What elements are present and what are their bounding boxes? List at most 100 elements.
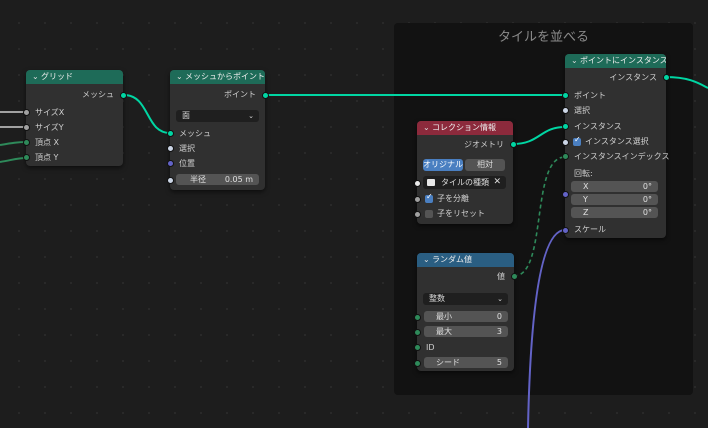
instance-on-points-selection-label: 選択 — [574, 106, 590, 115]
mesh-to-points-input-selection: 選択 — [170, 142, 265, 155]
reset-children-socket[interactable] — [414, 211, 421, 218]
reset-children-label: 子をリセット — [437, 209, 485, 218]
random-max-label: 最大 — [436, 327, 452, 336]
random-seed-field[interactable]: シード 5 — [424, 357, 508, 368]
collection-info-node[interactable]: ⌄コレクション情報 ジオメトリ オリジナル 相対 タイルの種類 ✕ 子を分離 子… — [414, 121, 517, 224]
mesh-to-points-mode-value: 面 — [182, 111, 190, 120]
radius-label: 半径 — [190, 175, 206, 184]
mesh-to-points-points-output-socket[interactable] — [262, 92, 269, 99]
instance-on-points-node[interactable]: ⌄ポイントにインスタンス... インスタンス ポイント 選択 インスタンス イン… — [560, 54, 670, 238]
instance-on-points-instance-socket[interactable] — [562, 123, 569, 130]
random-value-header[interactable]: ⌄ランダム値 — [417, 253, 514, 267]
random-min-field[interactable]: 最小 0 — [424, 311, 508, 322]
mesh-to-points-title: メッシュからポイントへ — [185, 72, 265, 81]
rotation-y-label: Y — [583, 195, 588, 204]
instance-on-points-points-socket[interactable] — [562, 92, 569, 99]
rotation-z-field[interactable]: Z 0° — [571, 207, 658, 218]
grid-input-size-x-label: サイズX — [35, 108, 65, 117]
rotation-x-value: 0° — [642, 182, 652, 191]
grid-input-size-x: サイズX — [26, 106, 123, 119]
collection-info-header[interactable]: ⌄コレクション情報 — [417, 121, 513, 135]
chevron-down-icon[interactable]: ⌄ — [32, 72, 39, 81]
separate-children-checkbox[interactable] — [425, 192, 433, 203]
grid-input-vertices-x: 頂点 X — [26, 136, 123, 149]
mesh-to-points-radius-socket[interactable] — [165, 175, 176, 186]
mesh-to-points-input-mesh: メッシュ — [170, 127, 265, 140]
chevron-down-icon[interactable]: ⌄ — [176, 72, 183, 81]
rotation-y-value: 0° — [642, 195, 652, 204]
grid-node-header[interactable]: ⌄グリッド — [26, 70, 123, 84]
random-value-output-label: 値 — [497, 272, 505, 281]
mesh-to-points-node[interactable]: ⌄メッシュからポイントへ ポイント 面⌄ メッシュ 選択 位置 半径 0.05 … — [165, 70, 269, 190]
grid-size-y-socket[interactable] — [23, 124, 30, 131]
rotation-x-label: X — [583, 182, 589, 191]
radius-value: 0.05 m — [224, 175, 253, 184]
grid-output-mesh: メッシュ — [26, 88, 123, 101]
reset-children-row: 子をリセット — [437, 207, 513, 220]
mesh-to-points-mode-dropdown[interactable]: 面⌄ — [176, 110, 259, 122]
mesh-to-points-input-selection-label: 選択 — [179, 144, 195, 153]
instance-on-points-input-points: ポイント — [565, 89, 666, 102]
tab-original[interactable]: オリジナル — [423, 159, 463, 171]
reset-children-checkbox[interactable] — [425, 210, 433, 218]
instance-on-points-input-instance: インスタンス — [565, 120, 666, 133]
grid-output-mesh-label: メッシュ — [82, 90, 114, 99]
mesh-to-points-output-label: ポイント — [224, 90, 256, 99]
pick-instance-label: インスタンス選択 — [585, 137, 649, 146]
rotation-label: 回転: — [574, 169, 593, 178]
separate-children-label: 子を分離 — [437, 194, 469, 203]
instance-on-points-output-label: インスタンス — [609, 73, 657, 82]
collection-selector[interactable]: タイルの種類 ✕ — [423, 176, 506, 189]
collection-input-socket[interactable] — [414, 180, 421, 187]
rotation-y-field[interactable]: Y 0° — [571, 194, 658, 205]
mesh-to-points-input-mesh-label: メッシュ — [179, 129, 211, 138]
chevron-down-icon: ⌄ — [497, 295, 503, 303]
collection-info-title: コレクション情報 — [432, 123, 496, 132]
separate-children-socket[interactable] — [414, 196, 421, 203]
instance-on-points-header[interactable]: ⌄ポイントにインスタンス... — [565, 54, 666, 68]
grid-node[interactable]: ⌄グリッド メッシュ サイズX サイズY 頂点 X 頂点 Y — [21, 70, 127, 166]
mesh-to-points-radius-field[interactable]: 半径 0.05 m — [176, 174, 259, 185]
instance-on-points-input-index: インスタンスインデックス — [565, 150, 670, 163]
grid-mesh-output-socket[interactable] — [120, 92, 127, 99]
grid-input-size-y: サイズY — [26, 121, 123, 134]
rotation-x-field[interactable]: X 0° — [571, 181, 658, 192]
random-value-type-dropdown[interactable]: 整数 ⌄ — [423, 293, 508, 305]
random-value-type-value: 整数 — [429, 294, 445, 303]
grid-input-vertices-y-label: 頂点 Y — [35, 153, 59, 162]
instance-on-points-points-label: ポイント — [574, 91, 606, 100]
instance-on-points-input-scale: スケール — [565, 223, 666, 236]
chevron-down-icon[interactable]: ⌄ — [423, 123, 430, 132]
instance-on-points-instances-output-socket[interactable] — [663, 74, 670, 81]
instance-index-label: インスタンスインデックス — [574, 152, 670, 161]
random-id-input: ID — [417, 341, 514, 354]
instance-on-points-instance-label: インスタンス — [574, 122, 622, 131]
collection-icon — [427, 179, 435, 186]
rotation-z-value: 0° — [642, 208, 652, 217]
chevron-down-icon[interactable]: ⌄ — [571, 56, 578, 65]
separate-children-row: 子を分離 — [437, 192, 513, 205]
random-seed-label: シード — [436, 358, 460, 367]
random-value-node[interactable]: ⌄ランダム値 値 整数⌄ 最小 0 最大 3 ID シード 5 — [412, 253, 520, 371]
mesh-to-points-output-points: ポイント — [170, 88, 265, 101]
mesh-to-points-header[interactable]: ⌄メッシュからポイントへ — [170, 70, 265, 84]
collection-info-output-label: ジオメトリ — [464, 140, 504, 149]
random-max-field[interactable]: 最大 3 — [424, 326, 508, 337]
chevron-down-icon: ⌄ — [248, 112, 254, 120]
collection-info-geometry-output-socket[interactable] — [510, 141, 517, 148]
close-icon[interactable]: ✕ — [493, 177, 501, 187]
tab-relative[interactable]: 相対 — [465, 159, 505, 171]
random-value-title: ランダム値 — [432, 255, 472, 264]
random-max-value: 3 — [496, 327, 502, 336]
instance-on-points-title: ポイントにインスタンス... — [580, 56, 666, 65]
pick-instance-checkbox[interactable] — [573, 135, 581, 146]
mesh-to-points-mesh-input-socket[interactable] — [167, 130, 174, 137]
instance-on-points-output-instances: インスタンス — [565, 71, 666, 84]
collection-info-output-geometry: ジオメトリ — [417, 138, 513, 151]
grid-input-vertices-y: 頂点 Y — [26, 151, 123, 164]
tab-original-label: オリジナル — [423, 160, 463, 169]
rotation-z-label: Z — [583, 208, 589, 217]
link-grid-to-mesh — [123, 94, 171, 134]
chevron-down-icon[interactable]: ⌄ — [423, 255, 430, 264]
grid-size-x-socket[interactable] — [23, 109, 30, 116]
